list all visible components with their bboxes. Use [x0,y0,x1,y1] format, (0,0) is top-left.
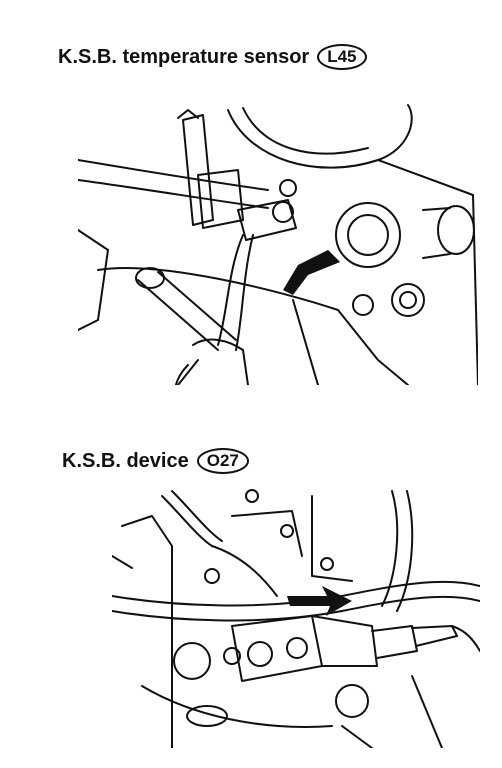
arrow-icon [287,586,352,616]
figure-2-title: K.S.B. device [62,449,189,472]
device-line-drawing [112,489,480,748]
figure-2-caption: K.S.B. device O27 [62,448,249,474]
figure-2-code-badge: O27 [196,448,249,474]
figure-1-caption: K.S.B. temperature sensor L45 [58,44,367,70]
sensor-illustration [78,100,478,385]
device-illustration [112,486,480,748]
sensor-line-drawing [78,104,478,385]
figure-1-title: K.S.B. temperature sensor [58,45,310,68]
figure-1-code-badge: L45 [317,44,367,70]
